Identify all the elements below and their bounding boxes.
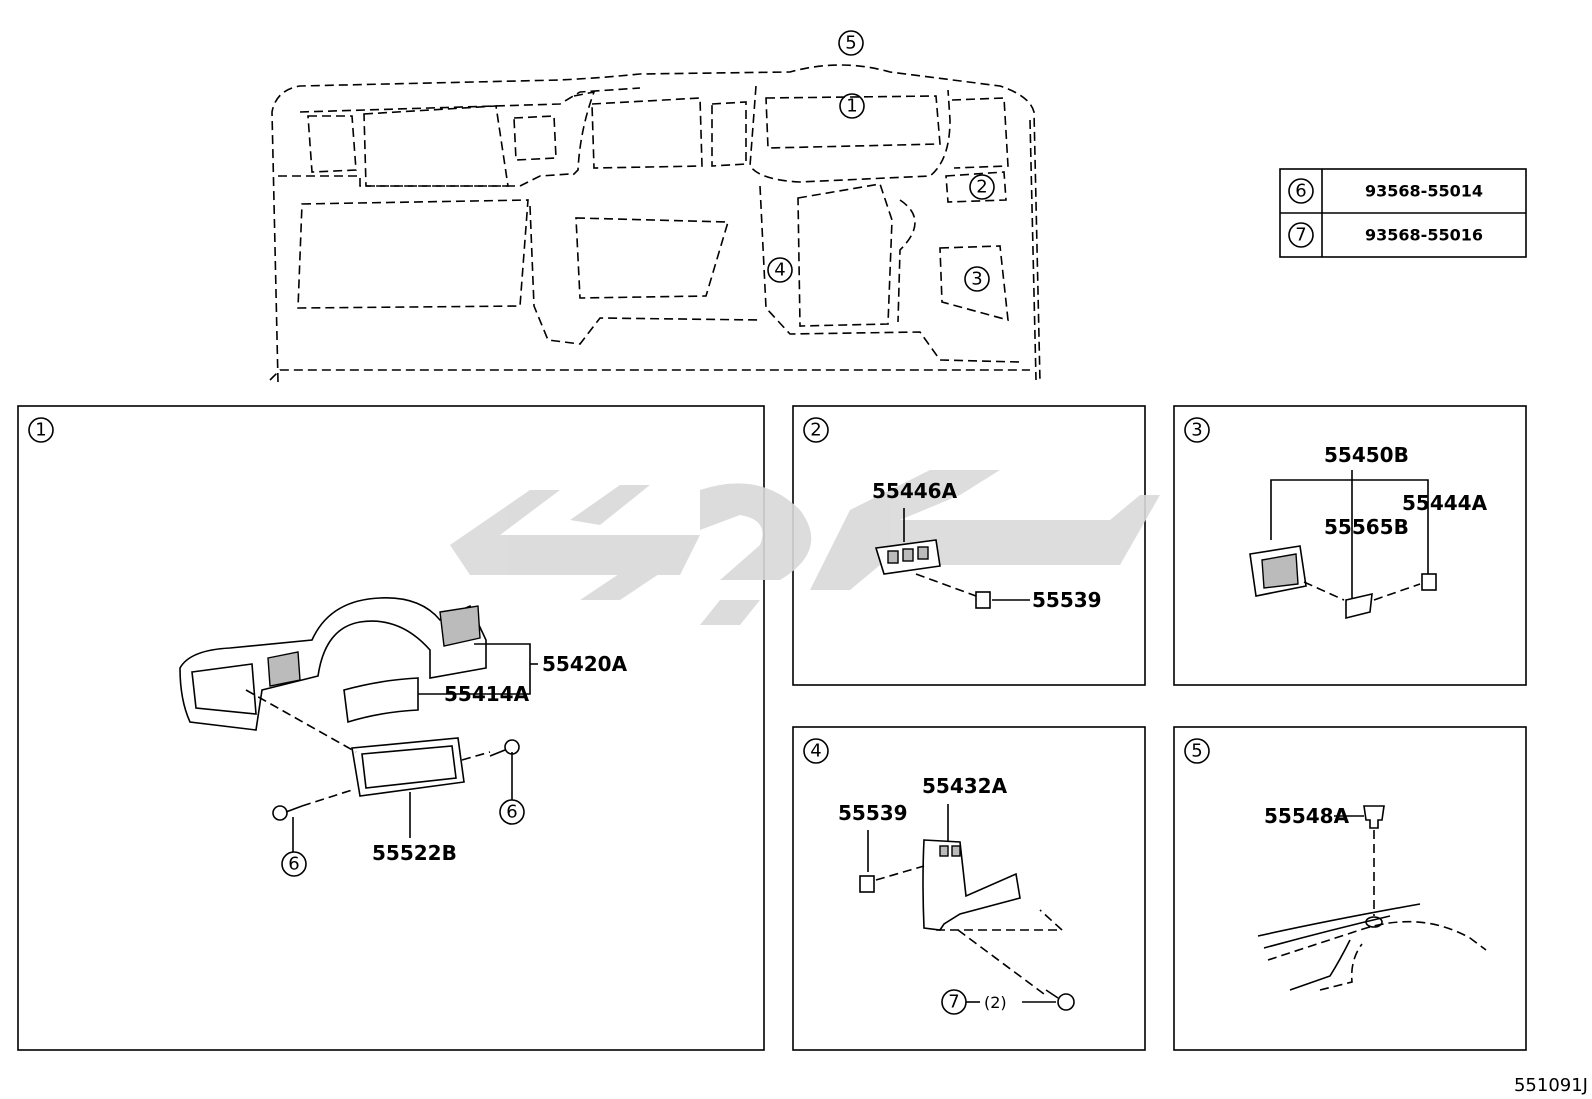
- ref-6-marker-text: 6: [506, 802, 517, 823]
- ref-6-marker: 6: [281, 851, 307, 877]
- panel-4-marker: 4: [803, 738, 829, 764]
- ref-6-marker-text: 6: [288, 854, 299, 875]
- diagram-code: 551091J: [1514, 1075, 1588, 1096]
- lower-panel-55432A: [922, 839, 1021, 931]
- panel-3-frame: [1173, 405, 1527, 686]
- ref-6-text: 6: [1295, 181, 1306, 202]
- overview-marker-1: 1: [839, 93, 865, 119]
- panel-5-marker-text: 5: [1191, 741, 1202, 762]
- panel-3-marker: 3: [1184, 417, 1210, 443]
- panel-4-frame: [792, 726, 1146, 1051]
- overview-marker-3: 3: [964, 266, 990, 292]
- clip-55444A: [1421, 573, 1437, 591]
- panel-3-marker-text: 3: [1191, 420, 1202, 441]
- label-55432A: 55432A: [922, 774, 1008, 798]
- dashboard-overview: [269, 64, 1041, 383]
- instrument-panel-bezel: [179, 597, 487, 731]
- label-55565B: 55565B: [1324, 515, 1409, 539]
- label-55522B: 55522B: [372, 841, 457, 865]
- qty-label: (2): [984, 993, 1007, 1012]
- screw-icon: [1045, 989, 1075, 1011]
- ref-row-7: 7 93568-55016: [1288, 222, 1483, 248]
- panel-1: 1 55420A 55414A 55522B: [28, 417, 628, 877]
- label-55548A: 55548A: [1264, 804, 1350, 828]
- panel-1-marker-text: 1: [35, 420, 46, 441]
- panel-1-frame: [17, 405, 765, 1051]
- ref-7-marker-text: 7: [948, 992, 959, 1013]
- ref-7-text: 7: [1295, 225, 1306, 246]
- screw-icon: [489, 739, 520, 757]
- panel-1-marker: 1: [28, 417, 54, 443]
- ref-row-6: 6 93568-55014: [1288, 178, 1483, 204]
- label-55446A: 55446A: [872, 479, 958, 503]
- label-55414A: 55414A: [444, 682, 530, 706]
- marker-4-text: 4: [774, 260, 785, 281]
- ref-6-part-no: 93568-55014: [1365, 182, 1483, 201]
- label-55539: 55539: [838, 801, 908, 825]
- panel-5-marker: 5: [1184, 738, 1210, 764]
- panel-2: 2 55446A 55539: [803, 417, 1102, 612]
- ref-7-marker: 7: [941, 989, 967, 1015]
- clip-55539: [859, 875, 875, 893]
- marker-2-text: 2: [976, 177, 987, 198]
- clip-55565B: [1345, 592, 1373, 620]
- overview-marker-4: 4: [767, 257, 793, 283]
- screw-icon: [272, 805, 303, 821]
- panel-2-marker: 2: [803, 417, 829, 443]
- label-55450B: 55450B: [1324, 443, 1409, 467]
- reference-table: 6 93568-55014 7 93568-55016: [1279, 168, 1527, 258]
- marker-3-text: 3: [971, 269, 982, 290]
- label-55539: 55539: [1032, 588, 1102, 612]
- clip-55548A: [1363, 805, 1385, 829]
- marker-5-text: 5: [845, 33, 856, 54]
- overview-marker-5: 5: [838, 30, 864, 56]
- panel-3: 3 55450B 55565B 55444A: [1184, 417, 1488, 620]
- panel-4: 4 55432A 55539 7 (2): [803, 738, 1075, 1015]
- ref-6-marker: 6: [499, 799, 525, 825]
- cluster-hood-lower: [343, 677, 419, 724]
- panel-2-marker-text: 2: [810, 420, 821, 441]
- ref-7-part-no: 93568-55016: [1365, 226, 1483, 245]
- panel-5-frame: [1173, 726, 1527, 1051]
- marker-1-text: 1: [846, 96, 857, 117]
- label-55444A: 55444A: [1402, 491, 1488, 515]
- panel-4-marker-text: 4: [810, 741, 821, 762]
- panel-5: 5 55548A: [1184, 738, 1487, 991]
- overview-marker-2: 2: [969, 174, 995, 200]
- clip-55539: [975, 591, 991, 609]
- label-55420A: 55420A: [542, 652, 628, 676]
